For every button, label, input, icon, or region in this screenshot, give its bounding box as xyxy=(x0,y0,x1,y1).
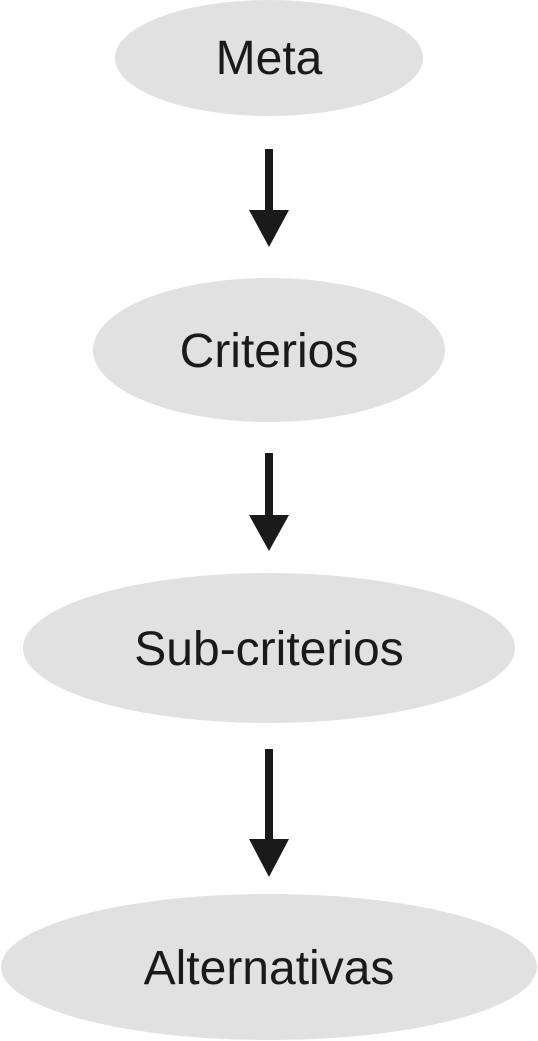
arrow-head xyxy=(249,515,289,551)
arrow-criterios-to-subcriterios xyxy=(249,453,289,551)
node-meta-label: Meta xyxy=(216,32,323,85)
arrow-shaft xyxy=(265,149,273,212)
arrow-shaft xyxy=(265,453,273,517)
arrow-meta-to-criterios xyxy=(249,149,289,247)
arrow-head xyxy=(249,210,289,247)
node-meta-shape xyxy=(115,0,423,116)
node-sub-criterios: Sub-criterios xyxy=(23,573,515,723)
node-criterios-label: Criterios xyxy=(180,325,359,378)
node-criterios: Criterios xyxy=(93,278,445,422)
node-meta: Meta xyxy=(115,0,423,116)
node-alternativas-label: Alternativas xyxy=(144,942,395,995)
node-criterios-shape xyxy=(93,278,445,422)
node-sub-criterios-shape xyxy=(23,573,515,723)
node-sub-criterios-label: Sub-criterios xyxy=(134,623,403,676)
node-alternativas-shape xyxy=(1,894,537,1040)
arrow-subcriterios-to-alternativas xyxy=(249,749,289,877)
node-alternativas: Alternativas xyxy=(1,894,537,1040)
arrow-shaft xyxy=(265,749,273,841)
arrow-head xyxy=(249,839,289,877)
